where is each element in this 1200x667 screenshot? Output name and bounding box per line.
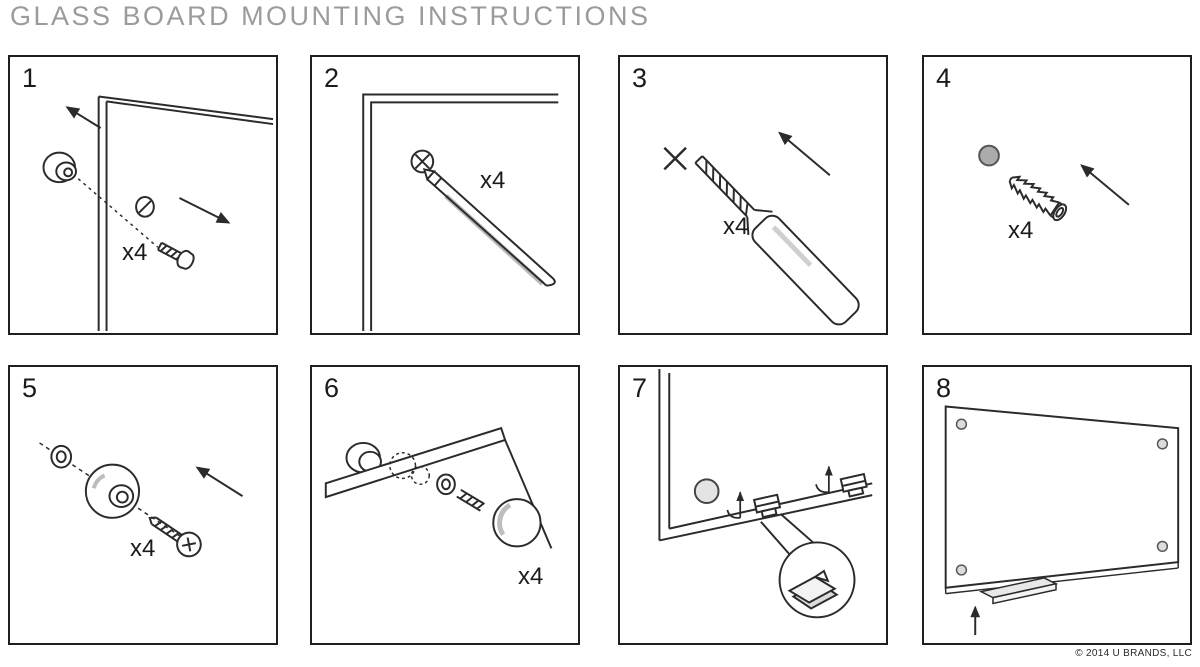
quantity-label: x4 <box>1008 217 1034 244</box>
quantity-label: x4 <box>723 213 749 240</box>
step-5-illustration <box>39 442 244 558</box>
mounting-screw-icon <box>148 516 202 558</box>
arrow-up-left-icon <box>1080 164 1130 206</box>
arrow-up-left-icon <box>195 466 244 497</box>
step-number: 3 <box>632 63 648 93</box>
step-5-panel: 5 x4 <box>8 365 278 645</box>
copyright-text: © 2014 U BRANDS, LLC <box>1075 648 1192 659</box>
step-number: 6 <box>324 373 340 403</box>
glass-board-edge <box>97 95 274 331</box>
arrow-down-right-icon <box>179 197 231 224</box>
drill-mark-icon <box>410 149 435 174</box>
quantity-label: x4 <box>480 167 506 194</box>
step-8-illustration <box>944 405 1180 636</box>
marker-tray-icon <box>978 577 1059 605</box>
board-corner <box>362 93 559 331</box>
quantity-label: x4 <box>518 563 544 590</box>
step-number: 1 <box>22 63 38 93</box>
step-6-panel: 6 x4 <box>310 365 580 645</box>
peel-arrow-icon <box>726 491 745 519</box>
step-7-illustration <box>658 369 873 619</box>
screw-thread-icon <box>456 488 485 512</box>
step-2-panel: 2 x4 <box>310 55 580 335</box>
step-4-illustration <box>978 144 1130 222</box>
step-4-panel: 4 x4 <box>922 55 1192 335</box>
through-hole-dashed-icon <box>410 465 430 486</box>
glass-hole-icon <box>135 195 155 218</box>
washer-icon <box>50 444 73 469</box>
standoff-cap-icon <box>492 498 542 548</box>
page-title: GLASS BOARD MOUNTING INSTRUCTIONS <box>10 1 651 31</box>
adhesive-pad-icon <box>787 569 839 610</box>
standoff-front-icon <box>1156 438 1169 450</box>
step-3-panel: 3 x4 <box>618 55 888 335</box>
step-number: 4 <box>936 63 952 93</box>
step-3-illustration <box>663 131 860 326</box>
step-8-panel: 8 <box>922 365 1192 645</box>
glass-board <box>944 405 1180 595</box>
quantity-label: x4 <box>130 535 156 562</box>
standoff-front-icon <box>693 478 720 505</box>
drill-icon <box>694 155 860 326</box>
standoff-cap-icon <box>42 151 77 184</box>
drilled-hole-icon <box>978 144 1000 167</box>
magnifier-detail <box>760 513 856 619</box>
step-number: 7 <box>632 373 648 403</box>
standoff-front-icon <box>955 418 968 430</box>
arrow-up-left-icon <box>778 131 831 177</box>
mounting-clip-icon <box>752 493 782 519</box>
step-1-illustration <box>42 95 274 331</box>
step-number: 2 <box>324 63 340 93</box>
pencil-icon <box>422 168 556 287</box>
step-6-illustration <box>324 426 553 549</box>
quantity-label: x4 <box>122 239 148 266</box>
screw-icon <box>157 241 195 270</box>
washer-icon <box>436 473 456 496</box>
standoff-front-icon <box>1156 540 1169 553</box>
standoff-body-icon <box>345 441 382 474</box>
through-hole-dashed-icon <box>389 452 417 480</box>
arrow-up-left-icon <box>65 106 102 129</box>
standoff-barrel-icon <box>84 463 141 519</box>
step-number: 5 <box>22 373 38 403</box>
mounting-clip-icon <box>839 472 868 498</box>
peel-arrow-icon <box>815 465 833 494</box>
step-number: 8 <box>936 373 952 403</box>
standoff-front-icon <box>955 564 968 576</box>
wall-anchor-icon <box>1008 175 1068 222</box>
step-2-illustration <box>362 93 559 331</box>
step-7-panel: 7 <box>618 365 888 645</box>
step-1-panel: 1 x4 <box>8 55 278 335</box>
drill-mark-icon <box>663 146 687 171</box>
